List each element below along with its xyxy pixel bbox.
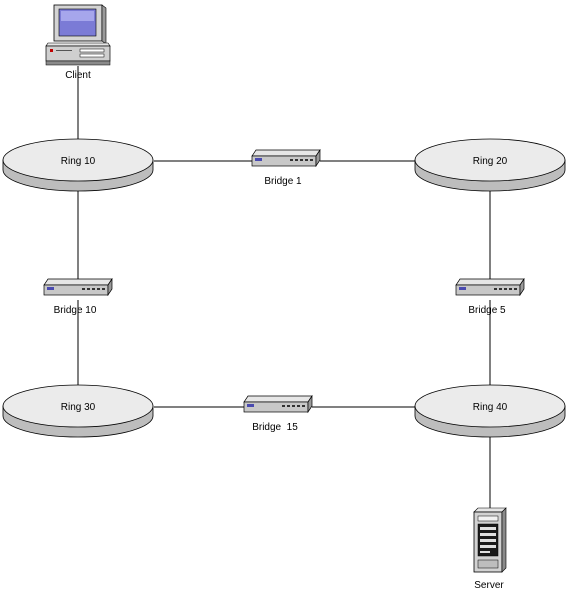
ring-40[interactable]: Ring 40 — [414, 384, 566, 438]
bridge-label: Bridge 15 — [252, 422, 298, 433]
bridge-label: Bridge 1 — [264, 176, 302, 187]
client-node[interactable]: Client — [45, 4, 111, 81]
ring-10[interactable]: Ring 10 — [2, 138, 154, 192]
bridge-device-icon — [43, 277, 113, 297]
server-node[interactable]: Server — [473, 507, 507, 591]
bridge-label: Bridge 10 — [54, 305, 97, 316]
bridge-device-icon — [455, 277, 525, 297]
ring-label: Ring 20 — [473, 156, 508, 167]
bridge-15[interactable]: Bridge 15 — [243, 394, 313, 433]
bridge-device-icon — [243, 394, 313, 414]
ring-label: Ring 10 — [61, 156, 96, 167]
bridge-10[interactable]: Bridge 10 — [43, 277, 113, 316]
bridge-device-icon — [251, 148, 321, 168]
server-label: Server — [474, 580, 504, 591]
ring-label: Ring 30 — [61, 402, 96, 413]
server-tower-icon — [473, 507, 507, 573]
bridge-1[interactable]: Bridge 1 — [251, 148, 321, 187]
client-label: Client — [65, 70, 91, 81]
ring-label: Ring 40 — [473, 402, 508, 413]
bridge-5[interactable]: Bridge 5 — [455, 277, 525, 316]
ring-30[interactable]: Ring 30 — [2, 384, 154, 438]
computer-icon — [45, 4, 111, 66]
ring-20[interactable]: Ring 20 — [414, 138, 566, 192]
connection-lines — [77, 66, 491, 508]
bridge-label: Bridge 5 — [468, 305, 506, 316]
